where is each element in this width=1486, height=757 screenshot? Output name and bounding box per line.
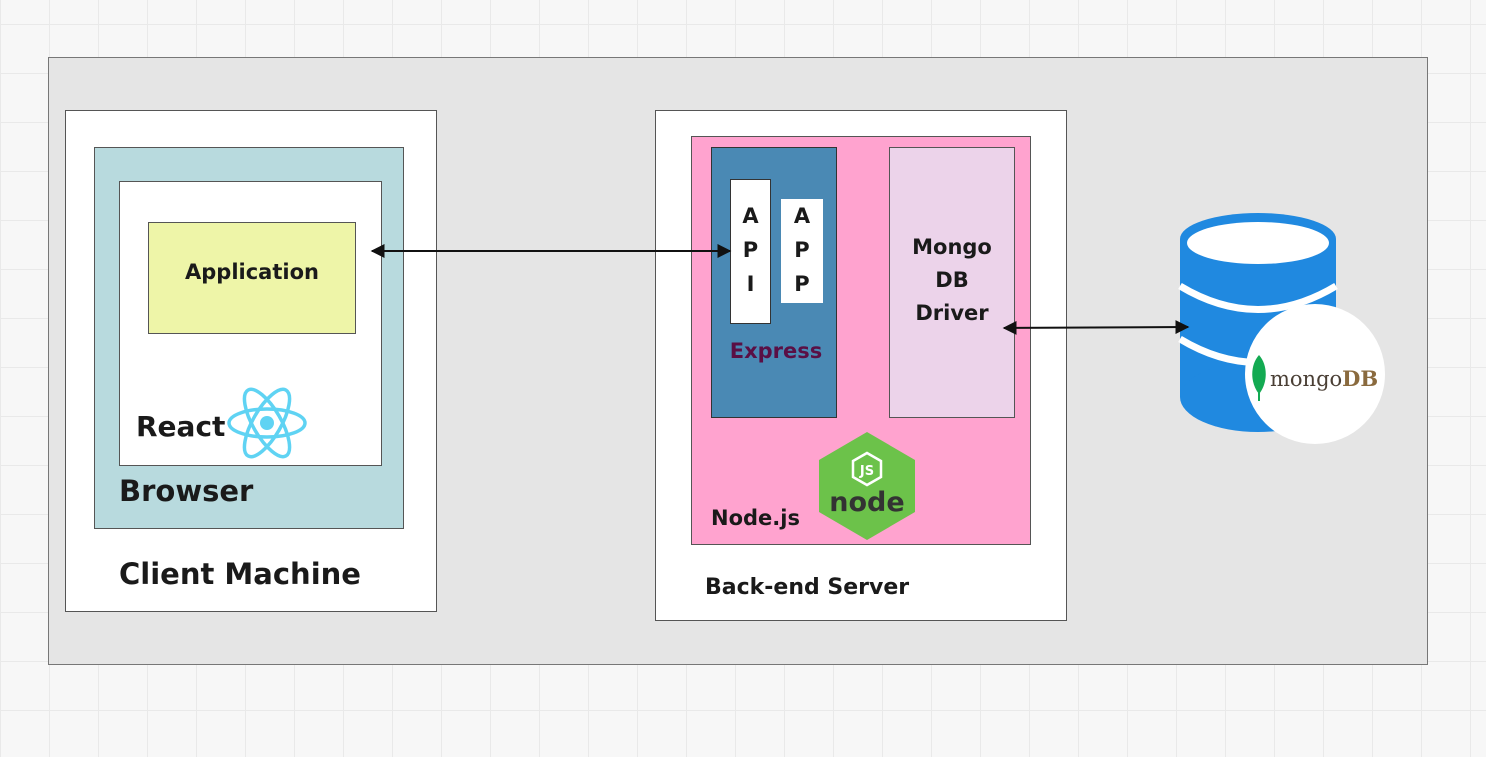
- api-letter: A: [742, 204, 759, 228]
- api-letter: P: [742, 238, 759, 262]
- application-label: Application: [185, 260, 319, 284]
- api-letter: I: [746, 272, 755, 296]
- application-box: [148, 222, 356, 334]
- node-logo-word: node: [829, 487, 904, 518]
- app-letter: A: [793, 204, 811, 228]
- mongodb-logo-suffix: DB: [1342, 366, 1378, 391]
- app-box: [781, 199, 823, 303]
- driver-line: Driver: [915, 301, 989, 325]
- api-label: A P I: [730, 199, 771, 301]
- app-letter: P: [794, 272, 810, 296]
- svg-text:mongoDB: mongoDB: [1270, 366, 1378, 391]
- react-logo-icon: [227, 387, 307, 459]
- backend-server-label: Back-end Server: [705, 575, 910, 600]
- mongo-db-driver-label: Mongo DB Driver: [889, 231, 1015, 330]
- database-icon: mongoDB: [1178, 213, 1385, 444]
- client-machine-label: Client Machine: [119, 557, 361, 591]
- mongodb-logo-prefix: mongo: [1270, 367, 1342, 391]
- browser-label: Browser: [119, 474, 254, 508]
- node-logo-badge: JS: [859, 464, 874, 479]
- driver-line: Mongo: [912, 235, 992, 259]
- driver-line: DB: [935, 268, 969, 292]
- react-label: React: [136, 410, 226, 443]
- nodejs-logo-icon: JS node: [819, 432, 915, 540]
- app-label: A P P: [781, 199, 823, 301]
- mongodb-leaf-icon: [1252, 355, 1266, 394]
- driver-database-arrow: [1002, 320, 1190, 335]
- app-letter: P: [794, 238, 810, 262]
- express-label: Express: [729, 339, 823, 363]
- mongo-db-driver-box: [889, 147, 1015, 418]
- nodejs-label: Node.js: [711, 506, 800, 530]
